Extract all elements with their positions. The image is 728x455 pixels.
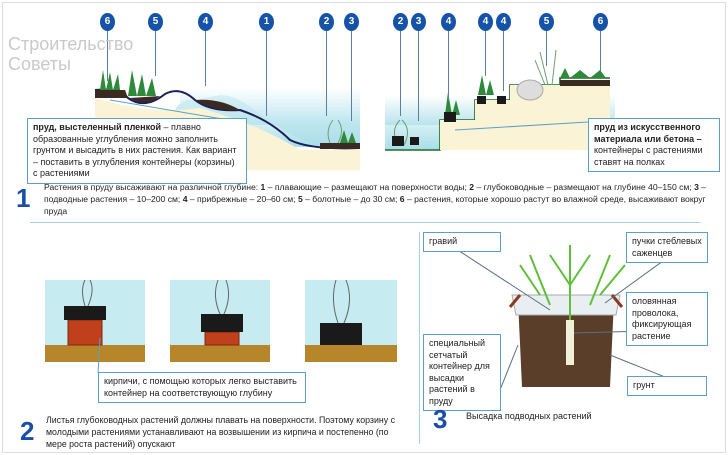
depth-badge: 5 xyxy=(539,13,554,31)
leader-right xyxy=(454,121,589,131)
pond-depth-illustration xyxy=(94,49,615,170)
stage-1 xyxy=(45,279,145,362)
container-planting-illustration xyxy=(449,244,686,391)
depth-badge: 6 xyxy=(100,13,115,31)
label-bundles: пучки стеблевых саженцев xyxy=(626,232,708,263)
stage-2 xyxy=(170,279,270,362)
concrete-pond-title: пруд из искусственного материала или бет… xyxy=(594,122,702,144)
watermark-line1: Строительство xyxy=(8,34,134,54)
label-wire: оловянная проволока, фиксирующая растени… xyxy=(626,292,708,346)
label-container: специальный сетчатый контейнер для высад… xyxy=(423,334,501,411)
depth-badge: 1 xyxy=(259,13,274,31)
depth-badge: 5 xyxy=(148,13,163,31)
depth-badge: 3 xyxy=(411,13,426,31)
film-pond-title: пруд, выстеленный пленкой xyxy=(33,122,162,132)
concrete-pond-text: контейнеры с растениями ставят на полках xyxy=(594,145,703,167)
depth-badge: 6 xyxy=(593,13,608,31)
brick-caption: Листья глубоководных растений должны пла… xyxy=(46,415,395,449)
label-gravel: гравий xyxy=(423,232,501,252)
depth-badge: 4 xyxy=(478,13,493,31)
section-number-1: 1 xyxy=(16,183,31,213)
depth-badge: 4 xyxy=(198,13,213,31)
planting-caption: Высадка подводных растений xyxy=(466,411,592,421)
divider xyxy=(30,222,700,223)
film-pond-note: пруд, выстеленный пленкой – плавно образ… xyxy=(27,118,247,184)
film-pond-text: – плавно образованные углубления можно з… xyxy=(33,122,237,178)
plant-bundles xyxy=(519,245,626,320)
concrete-pond-note: пруд из искусственного материала или бет… xyxy=(588,118,720,172)
depth-badge: 4 xyxy=(441,13,456,31)
depth-badge: 3 xyxy=(344,13,359,31)
section-number-3: 3 xyxy=(433,404,448,434)
depth-badge: 2 xyxy=(319,13,334,31)
depth-caption: Растения в пруду высаживают на различной… xyxy=(44,182,707,216)
gravel-layer xyxy=(511,294,621,316)
brick-depth-illustration xyxy=(45,279,397,373)
divider-vertical xyxy=(419,232,420,444)
depth-badge: 4 xyxy=(496,13,511,31)
brick-note: кирпичи, с помощью которых легко выстави… xyxy=(98,372,306,403)
stage-3 xyxy=(305,279,397,362)
section-number-2: 2 xyxy=(20,416,35,446)
depth-badge: 2 xyxy=(393,13,408,31)
label-soil: грунт xyxy=(627,376,707,396)
pond-liner xyxy=(94,88,361,150)
watermark-line2: Советы xyxy=(8,54,71,74)
